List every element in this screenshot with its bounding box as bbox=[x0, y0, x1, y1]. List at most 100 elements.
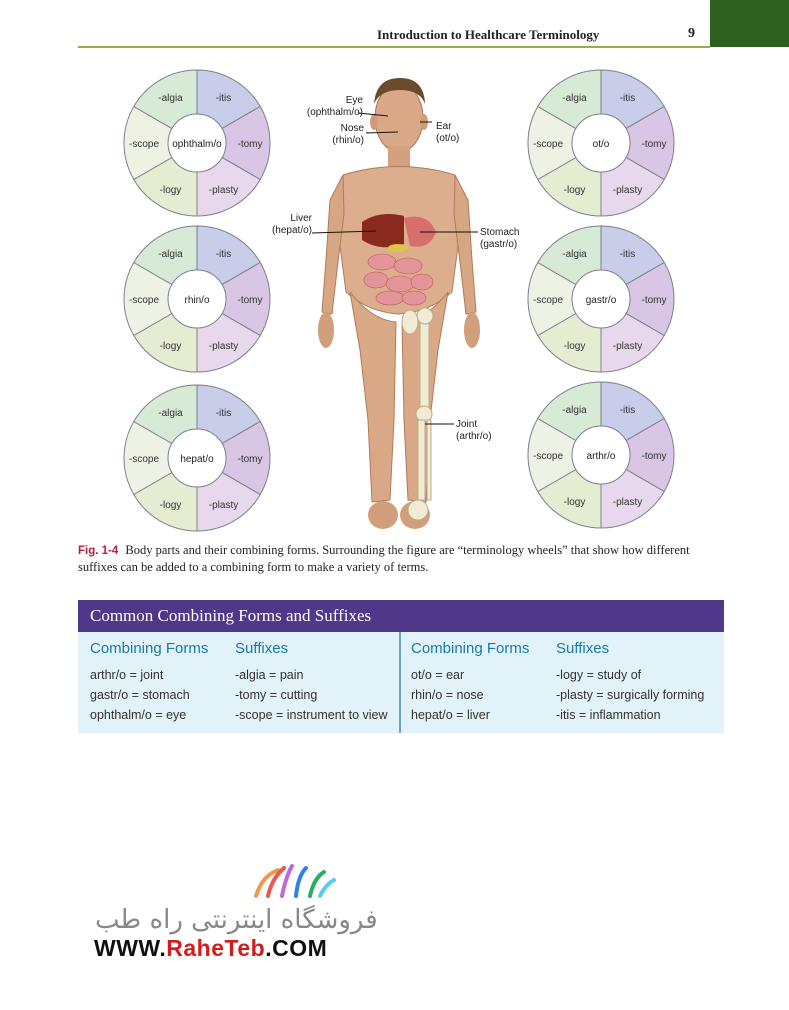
left-forms-column: Combining Forms arthr/o = joint gastr/o … bbox=[90, 640, 208, 725]
table-cell: ophthalm/o = eye bbox=[90, 708, 187, 722]
wheel-suffix: -scope bbox=[129, 139, 159, 150]
column-header: Combining Forms bbox=[90, 640, 209, 657]
label-ear: Ear bbox=[436, 121, 452, 132]
column-header: Suffixes bbox=[556, 640, 610, 657]
wheel-combining-form: gastr/o bbox=[586, 295, 617, 306]
label-nose-form: (rhin/o) bbox=[332, 135, 364, 146]
wheel-suffix: -algia bbox=[158, 249, 183, 260]
figure-number: Fig. 1-4 bbox=[78, 545, 119, 557]
leader-lines bbox=[311, 112, 478, 425]
wheel-segment bbox=[123, 261, 199, 337]
wheel-suffix: -tomy bbox=[642, 451, 667, 462]
wheel-suffix: -scope bbox=[533, 139, 563, 150]
label-stomach: Stomach bbox=[480, 227, 519, 238]
wheel-combining-form: arthr/o bbox=[587, 451, 616, 462]
table-cell: hepat/o = liver bbox=[411, 708, 490, 722]
table-header: Common Combining Forms and Suffixes bbox=[78, 600, 724, 632]
right-suffixes-column: Suffixes -logy = study of -plasty = surg… bbox=[556, 640, 704, 725]
terminology-wheel: gastr/o-itis-tomy-plasty-logy-scope-algi… bbox=[527, 225, 675, 373]
left-suffixes-column: Suffixes -algia = pain -tomy = cutting -… bbox=[235, 640, 388, 725]
wheel-suffix: -itis bbox=[216, 249, 232, 260]
wheel-segment bbox=[527, 105, 603, 181]
label-liver: Liver bbox=[290, 213, 312, 224]
wheel-suffix: -scope bbox=[533, 451, 563, 462]
anatomy-labels: Eye (ophthalm/o) Nose (rhin/o) Ear (ot/o… bbox=[272, 95, 520, 442]
wheel-suffix: -logy bbox=[564, 185, 586, 196]
table-cell: -algia = pain bbox=[235, 668, 304, 682]
url-prefix: WWW. bbox=[94, 935, 167, 961]
wheel-hub bbox=[167, 269, 227, 329]
wheel-segment bbox=[599, 417, 675, 493]
url-brand: RaheTeb bbox=[166, 935, 266, 961]
terminology-wheel: hepat/o-itis-tomy-plasty-logy-scope-algi… bbox=[123, 384, 271, 532]
wheel-hub bbox=[571, 113, 631, 173]
wheel-hub bbox=[167, 113, 227, 173]
wheel-segment bbox=[195, 420, 271, 496]
wheel-suffix: -plasty bbox=[209, 185, 238, 196]
wheel-suffix: -algia bbox=[562, 249, 587, 260]
wheel-hub bbox=[571, 425, 631, 485]
wheel-suffix: -itis bbox=[620, 249, 636, 260]
wheel-suffix: -algia bbox=[562, 405, 587, 416]
label-nose: Nose bbox=[341, 123, 365, 134]
page-number: 9 bbox=[688, 26, 695, 41]
header-color-block bbox=[710, 0, 789, 47]
wheel-suffix: -itis bbox=[216, 408, 232, 419]
header-rule bbox=[78, 46, 710, 48]
wheel-suffix: -algia bbox=[562, 93, 587, 104]
table-cell: -itis = inflammation bbox=[556, 708, 661, 722]
wheel-suffix: -scope bbox=[129, 454, 159, 465]
label-eye-form: (ophthalm/o) bbox=[307, 107, 363, 118]
table-cell: -tomy = cutting bbox=[235, 688, 318, 702]
wheel-segment bbox=[599, 261, 675, 337]
wheel-segment bbox=[123, 105, 199, 181]
table-cell: -logy = study of bbox=[556, 668, 642, 682]
wheel-hub bbox=[167, 428, 227, 488]
table-title: Common Combining Forms and Suffixes bbox=[90, 606, 372, 625]
wheel-suffix: -logy bbox=[564, 497, 586, 508]
label-liver-form: (hepat/o) bbox=[272, 225, 312, 236]
wheel-segment bbox=[599, 105, 675, 181]
wheel-suffix: -tomy bbox=[238, 295, 263, 306]
watermark-url: WWW.RaheTeb.COM bbox=[94, 935, 327, 962]
wheel-segment bbox=[195, 105, 271, 181]
table-cell: -plasty = surgically forming bbox=[556, 688, 705, 702]
wheel-suffix: -logy bbox=[160, 500, 182, 511]
wheel-combining-form: rhin/o bbox=[184, 295, 209, 306]
wheel-segment bbox=[195, 261, 271, 337]
url-suffix: .COM bbox=[265, 935, 328, 961]
wheel-suffix: -itis bbox=[620, 93, 636, 104]
wheel-suffix: -itis bbox=[216, 93, 232, 104]
wheel-suffix: -algia bbox=[158, 408, 183, 419]
wheel-suffix: -tomy bbox=[642, 295, 667, 306]
caption-text: Body parts and their combining forms. Su… bbox=[78, 543, 690, 574]
table-cell: rhin/o = nose bbox=[411, 688, 484, 702]
wheel-suffix: -plasty bbox=[209, 341, 238, 352]
terminology-wheel: ot/o-itis-tomy-plasty-logy-scope-algia bbox=[527, 69, 675, 217]
wheel-combining-form: ophthalm/o bbox=[172, 139, 222, 150]
human-body-illustration bbox=[318, 78, 480, 529]
right-forms-column: Combining Forms ot/o = ear rhin/o = nose… bbox=[411, 640, 529, 725]
column-header: Suffixes bbox=[235, 640, 289, 657]
figure-caption: Fig. 1-4 Body parts and their combining … bbox=[78, 542, 728, 575]
wheel-suffix: -tomy bbox=[642, 139, 667, 150]
label-joint: Joint bbox=[456, 419, 477, 430]
table-cell: arthr/o = joint bbox=[90, 668, 164, 682]
running-header-title: Introduction to Healthcare Terminology bbox=[377, 27, 600, 42]
wheel-segment bbox=[123, 420, 199, 496]
wheel-suffix: -logy bbox=[564, 341, 586, 352]
wheel-suffix: -scope bbox=[129, 295, 159, 306]
wheel-suffix: -tomy bbox=[238, 454, 263, 465]
table-cell: -scope = instrument to view bbox=[235, 708, 388, 722]
wheel-suffix: -logy bbox=[160, 341, 182, 352]
wheel-suffix: -plasty bbox=[613, 341, 642, 352]
wheel-combining-form: hepat/o bbox=[180, 454, 214, 465]
label-ear-form: (ot/o) bbox=[436, 133, 459, 144]
combining-forms-table: Common Combining Forms and Suffixes Comb… bbox=[78, 600, 724, 733]
terminology-wheel: rhin/o -itis -tomy -plasty -logy -scope -algia bbox=[123, 225, 271, 373]
column-divider bbox=[399, 632, 401, 733]
terminology-wheel: ophthalm/o-itis-tomy-plasty-logy-scope-a… bbox=[123, 69, 271, 217]
wheel-combining-form: ot/o bbox=[593, 139, 610, 150]
watermark-persian-text: فروشگاه اینترنتی راه طب bbox=[95, 905, 378, 935]
book-logo-icon bbox=[254, 864, 336, 898]
